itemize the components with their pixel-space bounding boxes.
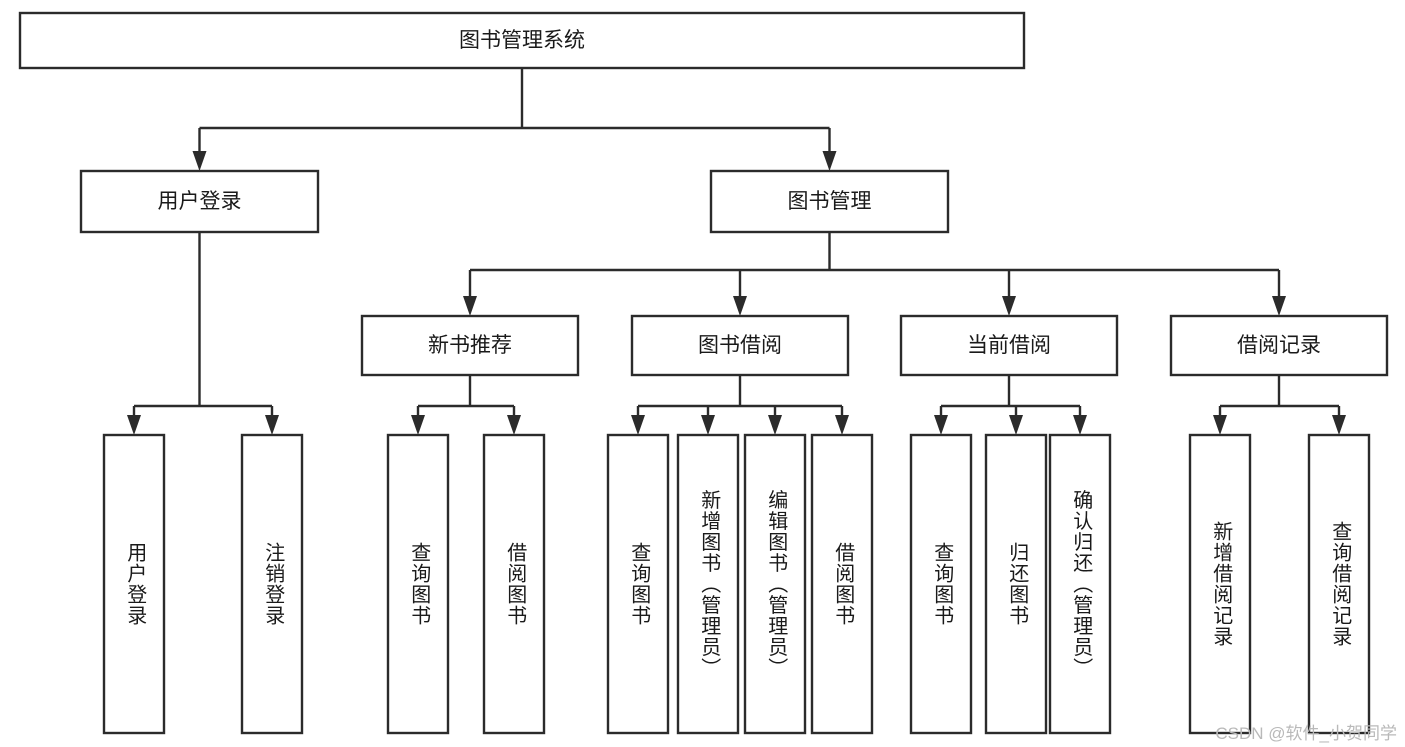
node-leaf-user-login[interactable]: 用户登录 [102, 433, 166, 735]
node-book-borrow[interactable]: 图书借阅 [630, 314, 850, 377]
node-leaf-borrow-book-2[interactable]: 借阅图书 [810, 433, 874, 735]
node-label-leaf-return-book: 归还图书 [1006, 542, 1029, 626]
node-label-leaf-borrow-book-2: 借阅图书 [832, 542, 855, 626]
node-label-leaf-query-book-3: 查询图书 [931, 542, 954, 626]
node-new-book-rec[interactable]: 新书推荐 [360, 314, 580, 377]
node-leaf-add-book[interactable]: 新增图书（管理员） [676, 433, 740, 735]
node-label-borrow-record: 借阅记录 [1237, 334, 1321, 357]
node-leaf-edit-book[interactable]: 编辑图书（管理员） [743, 433, 807, 735]
node-leaf-query-record[interactable]: 查询借阅记录 [1307, 433, 1371, 735]
node-leaf-query-book-2[interactable]: 查询图书 [606, 433, 670, 735]
node-leaf-return-book[interactable]: 归还图书 [984, 433, 1048, 735]
node-book-manage[interactable]: 图书管理 [709, 169, 950, 234]
node-label-leaf-logout: 注销登录 [262, 542, 285, 626]
arrow-head-icon [1272, 296, 1286, 316]
arrow-head-icon [127, 415, 141, 435]
node-label-leaf-user-login: 用户登录 [124, 542, 147, 626]
arrow-head-icon [822, 151, 837, 171]
node-label-root: 图书管理系统 [459, 29, 585, 52]
node-box-leaf-query-book-1 [386, 433, 450, 735]
arrow-head-icon [1213, 415, 1227, 435]
arrow-head-icon [1073, 415, 1087, 435]
node-box-leaf-user-login [102, 433, 166, 735]
node-root[interactable]: 图书管理系统 [18, 11, 1026, 70]
node-box-leaf-logout [240, 433, 304, 735]
arrow-head-icon [265, 415, 279, 435]
node-user-login[interactable]: 用户登录 [79, 169, 320, 234]
arrow-head-icon [411, 415, 425, 435]
node-box-leaf-return-book [984, 433, 1048, 735]
arrow-head-icon [701, 415, 715, 435]
node-label-new-book-rec: 新书推荐 [428, 334, 512, 357]
node-box-current-borrow [899, 314, 1119, 377]
node-leaf-confirm-return[interactable]: 确认归还（管理员） [1048, 433, 1112, 735]
arrow-head-icon [768, 415, 782, 435]
node-label-leaf-confirm-return: 确认归还（管理员） [1070, 489, 1093, 678]
arrow-head-icon [192, 151, 207, 171]
arrow-head-icon [934, 415, 948, 435]
node-label-leaf-query-record: 查询借阅记录 [1329, 521, 1352, 647]
node-label-leaf-query-book-1: 查询图书 [408, 542, 431, 626]
node-label-user-login: 用户登录 [158, 190, 242, 213]
node-label-leaf-query-book-2: 查询图书 [628, 542, 651, 626]
arrow-head-icon [507, 415, 521, 435]
node-label-book-borrow: 图书借阅 [698, 334, 782, 357]
node-box-book-borrow [630, 314, 850, 377]
node-label-leaf-add-record: 新增借阅记录 [1210, 521, 1233, 647]
node-box-book-manage [709, 169, 950, 234]
node-box-leaf-confirm-return [1048, 433, 1112, 735]
watermark-label: CSDN @软件_小贺同学 [1215, 724, 1397, 743]
arrow-head-icon [631, 415, 645, 435]
node-leaf-borrow-book-1[interactable]: 借阅图书 [482, 433, 546, 735]
arrow-head-icon [1332, 415, 1346, 435]
connector-layer [127, 68, 1346, 435]
arrow-head-icon [463, 296, 477, 316]
node-box-new-book-rec [360, 314, 580, 377]
arrow-head-icon [1009, 415, 1023, 435]
node-box-leaf-query-book-2 [606, 433, 670, 735]
node-box-leaf-query-record [1307, 433, 1371, 735]
node-box-leaf-add-book [676, 433, 740, 735]
arrow-head-icon [733, 296, 747, 316]
node-leaf-logout[interactable]: 注销登录 [240, 433, 304, 735]
node-box-root [18, 11, 1026, 70]
node-box-leaf-edit-book [743, 433, 807, 735]
node-box-leaf-query-book-3 [909, 433, 973, 735]
node-borrow-record[interactable]: 借阅记录 [1169, 314, 1389, 377]
node-box-borrow-record [1169, 314, 1389, 377]
node-label-book-manage: 图书管理 [788, 190, 872, 213]
node-box-user-login [79, 169, 320, 234]
node-box-leaf-borrow-book-1 [482, 433, 546, 735]
node-label-leaf-add-book: 新增图书（管理员） [698, 489, 721, 678]
node-box-leaf-borrow-book-2 [810, 433, 874, 735]
arrow-head-icon [1002, 296, 1016, 316]
node-leaf-add-record[interactable]: 新增借阅记录 [1188, 433, 1252, 735]
node-label-current-borrow: 当前借阅 [967, 334, 1051, 357]
node-leaf-query-book-3[interactable]: 查询图书 [909, 433, 973, 735]
node-current-borrow[interactable]: 当前借阅 [899, 314, 1119, 377]
node-label-leaf-borrow-book-1: 借阅图书 [504, 542, 527, 626]
arrow-head-icon [835, 415, 849, 435]
node-layer: 图书管理系统用户登录图书管理新书推荐图书借阅当前借阅借阅记录用户登录注销登录查询… [18, 11, 1389, 735]
node-label-leaf-edit-book: 编辑图书（管理员） [765, 489, 788, 678]
node-leaf-query-book-1[interactable]: 查询图书 [386, 433, 450, 735]
node-box-leaf-add-record [1188, 433, 1252, 735]
